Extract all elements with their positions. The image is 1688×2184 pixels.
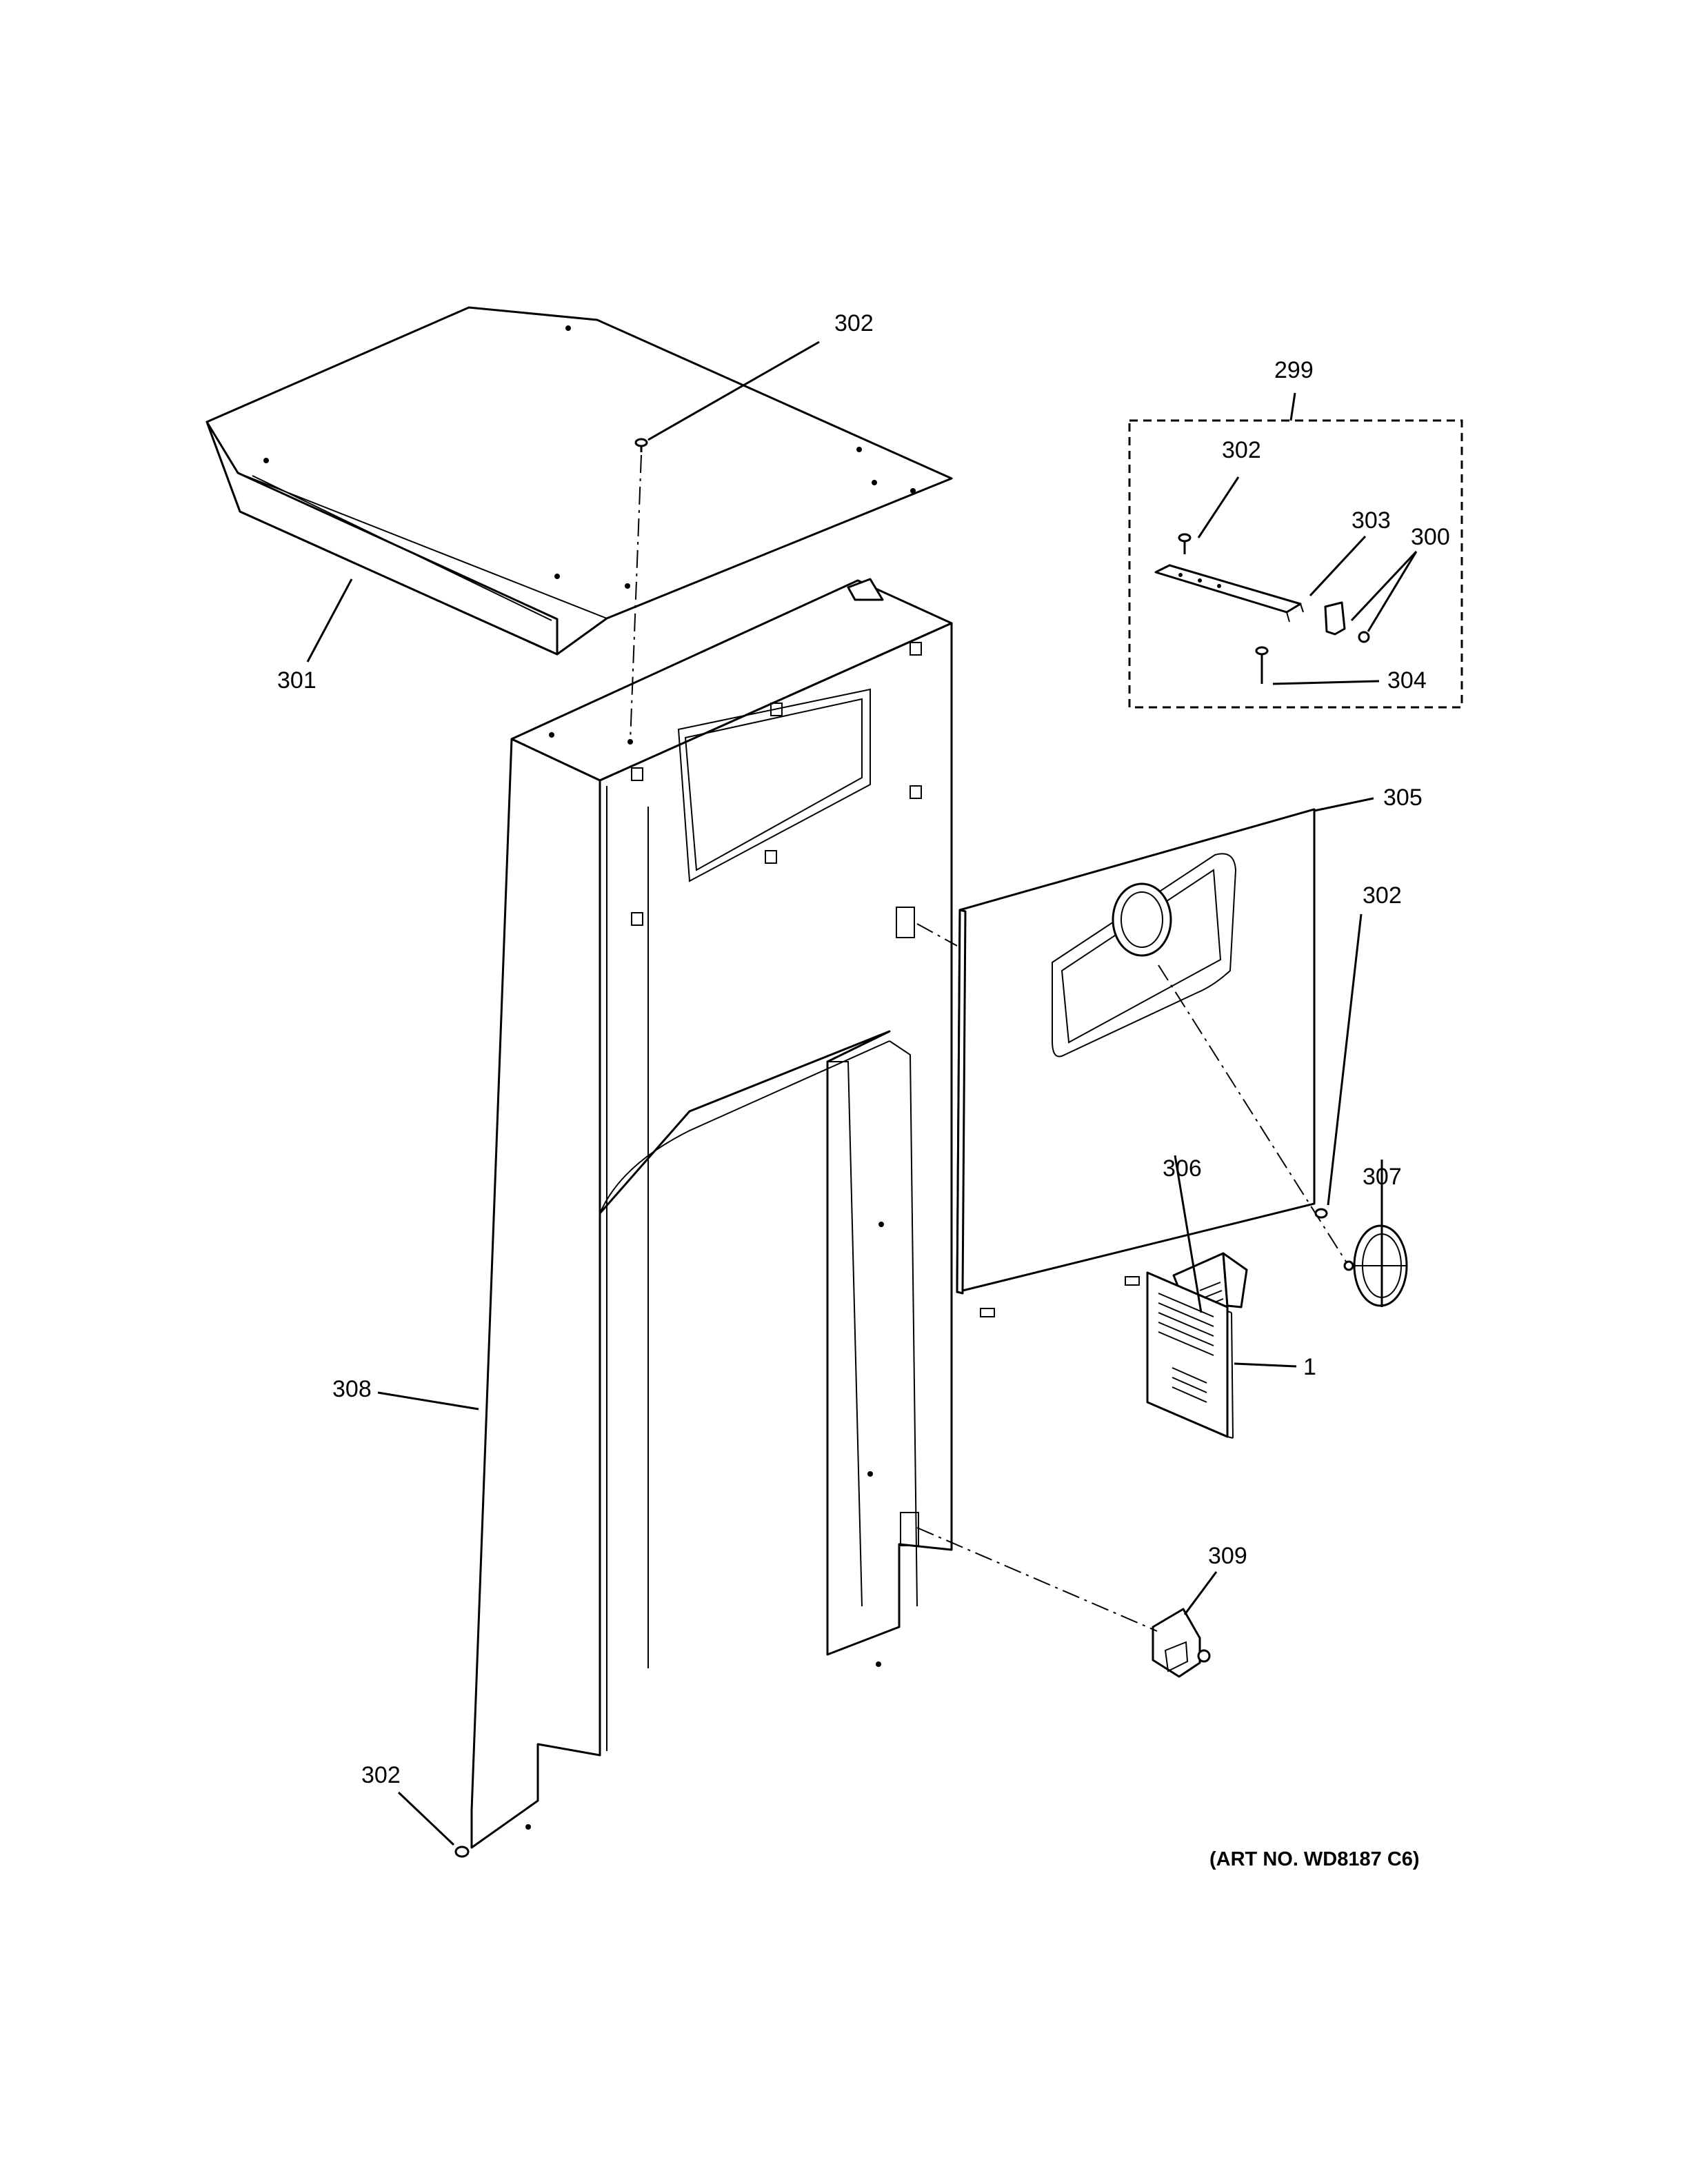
part-309-door-switch <box>1152 1608 1211 1678</box>
callout-308: 308 <box>332 1376 372 1402</box>
leader-lines <box>306 341 1418 1846</box>
screw-302-top <box>634 438 648 452</box>
callout-1: 1 <box>1303 1354 1316 1380</box>
callout-302-bottom: 302 <box>361 1762 401 1788</box>
callout-306: 306 <box>1163 1155 1202 1182</box>
screw-302-bottom <box>454 1846 470 1858</box>
part-301-top-cover <box>205 306 953 656</box>
callout-302-right: 302 <box>1363 882 1402 909</box>
part-299-kit <box>1128 419 1463 709</box>
part-307-knob <box>1343 1224 1408 1307</box>
part-308-main-panel <box>470 578 953 1849</box>
assembly-lines <box>630 454 1347 1632</box>
callout-305: 305 <box>1383 785 1423 811</box>
callout-299: 299 <box>1274 357 1314 383</box>
callout-304: 304 <box>1387 667 1427 694</box>
callout-309: 309 <box>1208 1543 1247 1569</box>
art-number: (ART NO. WD8187 C6) <box>1209 1848 1420 1870</box>
callout-301: 301 <box>277 667 316 694</box>
callout-302-top: 302 <box>834 310 874 336</box>
part-1-manual <box>1146 1271 1234 1439</box>
callout-307: 307 <box>1363 1164 1402 1190</box>
part-305-control-panel <box>956 808 1316 1317</box>
callout-302-kit: 302 <box>1222 437 1261 463</box>
callout-300: 300 <box>1411 524 1450 550</box>
callout-303: 303 <box>1352 507 1391 534</box>
